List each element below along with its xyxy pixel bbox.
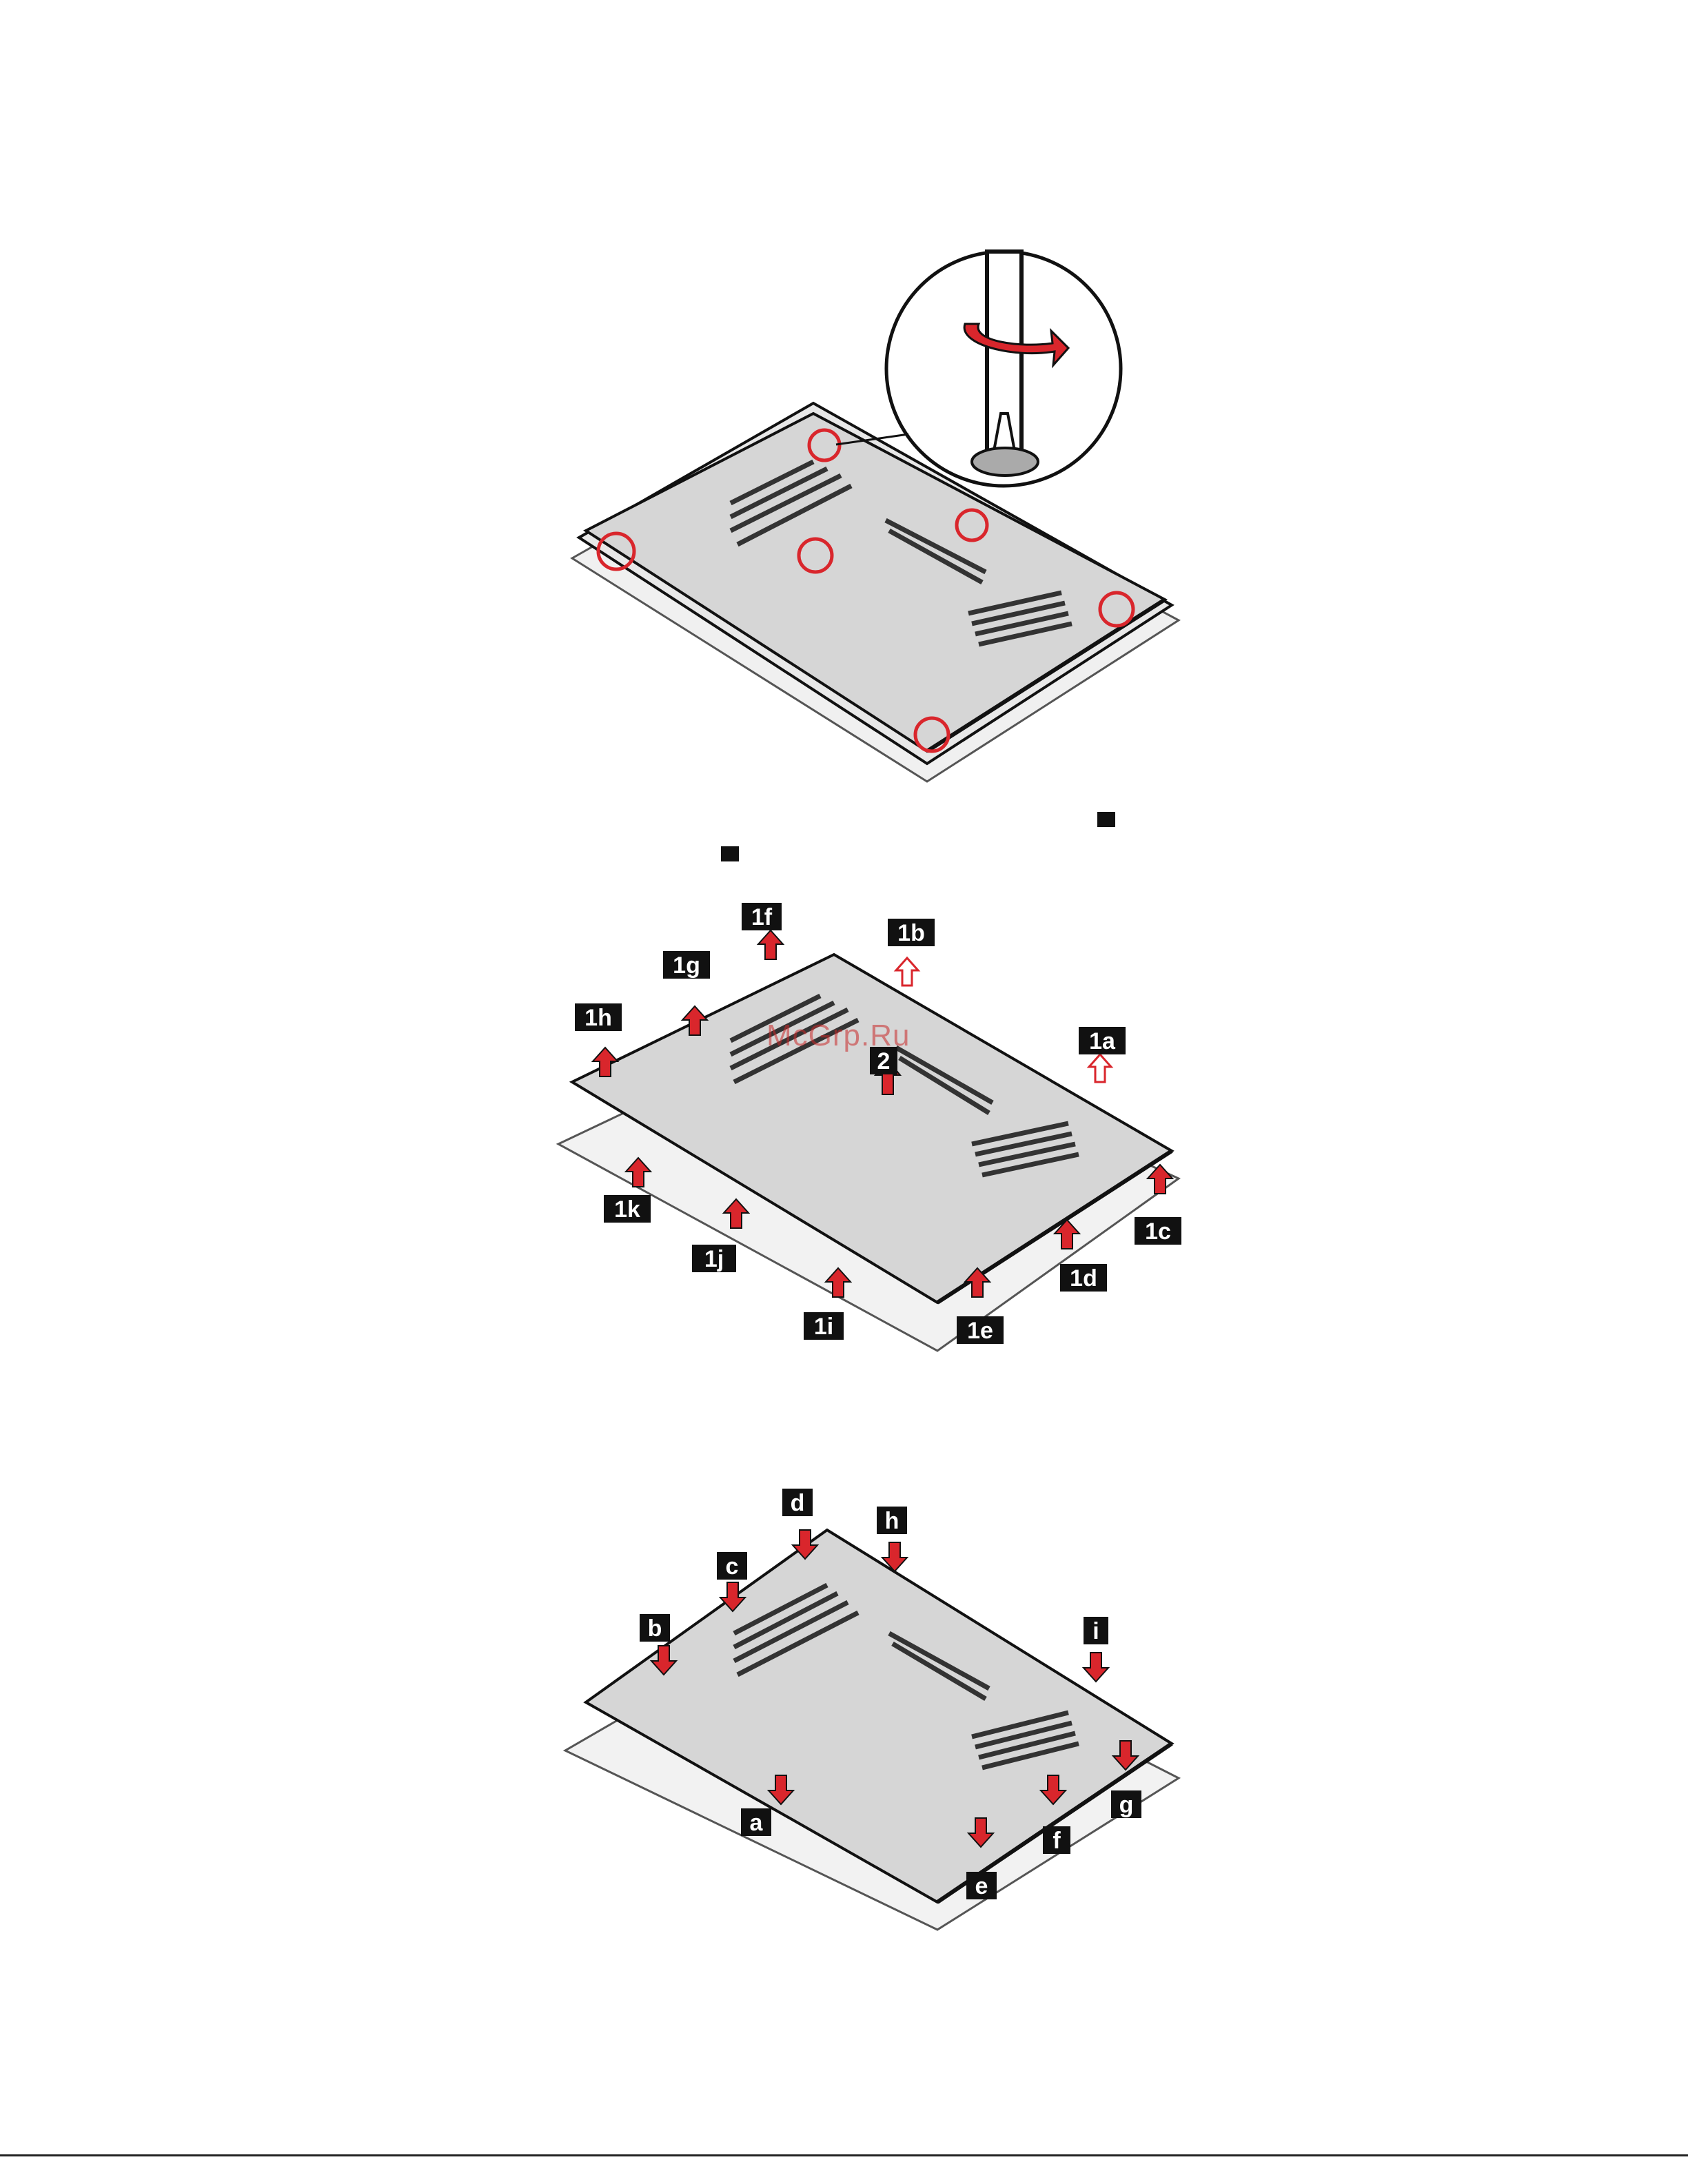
- callout-h: h: [877, 1507, 907, 1534]
- svg-text:d: d: [791, 1490, 805, 1516]
- svg-text:f: f: [1053, 1828, 1061, 1854]
- svg-text:a: a: [750, 1810, 764, 1836]
- callout-d: d: [782, 1489, 813, 1516]
- callout-a: a: [741, 1808, 771, 1836]
- callout-g: g: [1111, 1790, 1141, 1818]
- svg-text:i: i: [1092, 1618, 1099, 1644]
- figure-install-cover: a b c d e f g h i: [0, 0, 1688, 1999]
- page-bottom-rule: [0, 2154, 1688, 2156]
- laptop-base-illustration: [565, 1530, 1179, 1930]
- svg-text:g: g: [1119, 1792, 1134, 1818]
- callout-b: b: [640, 1614, 670, 1642]
- callout-e: e: [966, 1872, 997, 1899]
- inline-marker: [1097, 812, 1115, 827]
- callout-i: i: [1084, 1617, 1108, 1644]
- svg-text:b: b: [648, 1615, 662, 1642]
- svg-text:h: h: [885, 1508, 899, 1534]
- inline-marker: [721, 846, 739, 861]
- arrow-down-icon: [1084, 1653, 1108, 1682]
- callout-c: c: [717, 1552, 747, 1580]
- callout-f: f: [1043, 1826, 1070, 1854]
- svg-text:c: c: [726, 1553, 739, 1580]
- svg-text:e: e: [975, 1873, 988, 1899]
